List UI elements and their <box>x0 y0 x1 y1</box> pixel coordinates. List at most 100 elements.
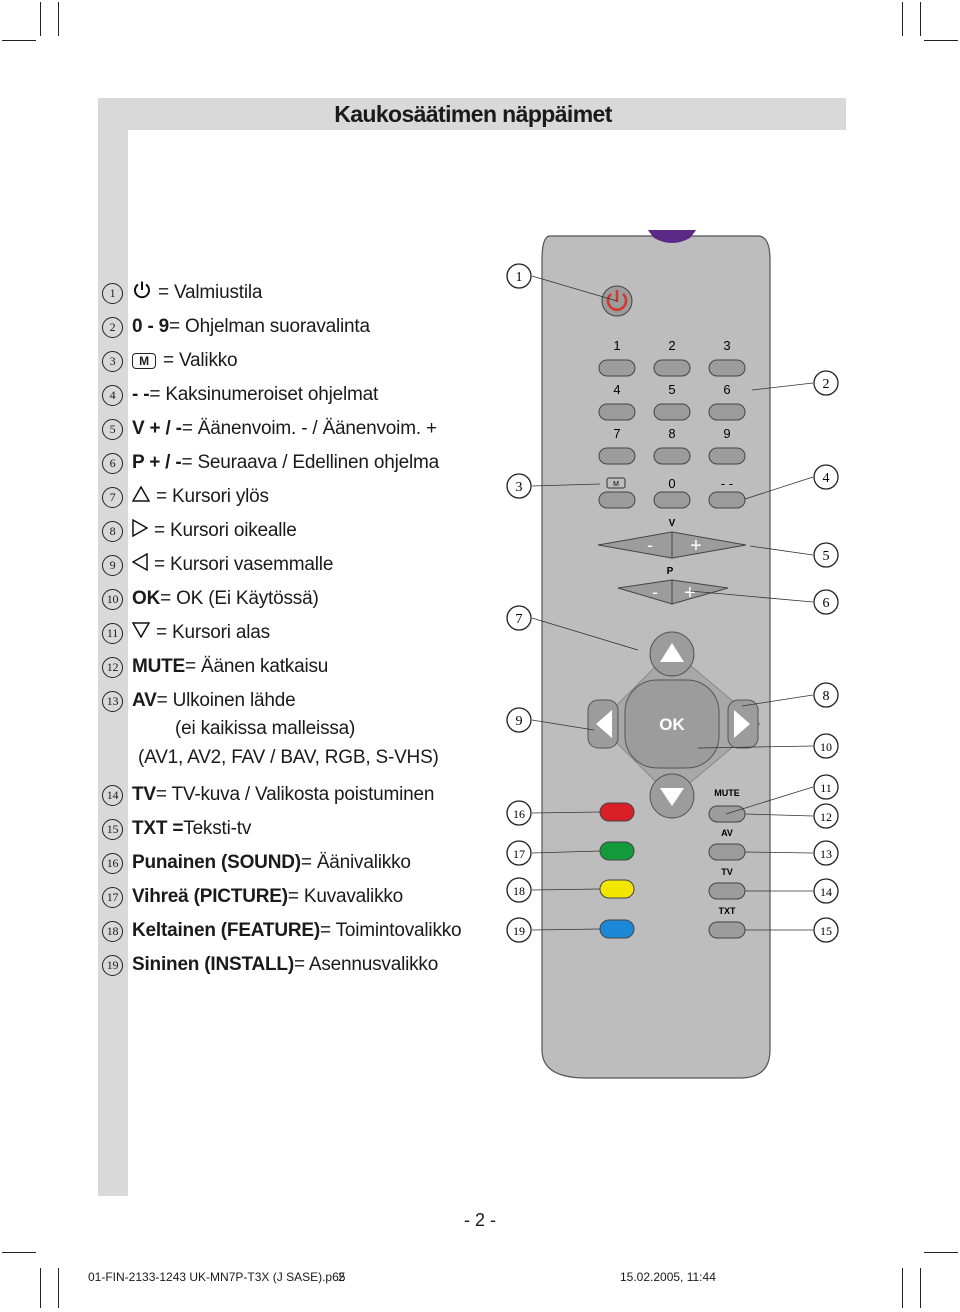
left-margin-bar <box>98 98 128 1196</box>
callout-circle <box>813 682 839 708</box>
crop-mark <box>2 40 36 41</box>
callout-number: 4 <box>823 471 830 486</box>
callout-circle <box>506 800 532 826</box>
callout-circle <box>813 542 839 568</box>
callout-line <box>531 719 595 731</box>
legend-key: Keltainen (FEATURE) <box>132 920 320 941</box>
legend-number: 3 <box>102 350 123 372</box>
legend-number: 2 <box>102 316 123 338</box>
callout-number: 6 <box>823 596 830 611</box>
legend-number: 9 <box>102 554 123 576</box>
callout-line <box>725 786 814 815</box>
legend-key: 0 - 9 <box>132 316 170 337</box>
power-icon <box>132 280 152 306</box>
callout-circle <box>813 840 839 866</box>
crop-mark <box>902 2 903 36</box>
callout-number: 13 <box>820 847 832 861</box>
callout-line <box>741 694 814 707</box>
crop-mark <box>902 1268 903 1308</box>
callout-number: 5 <box>823 549 830 564</box>
digit-button <box>653 447 691 465</box>
page-number: - 2 - <box>463 1210 496 1230</box>
ok-button <box>624 679 720 769</box>
callout-circle <box>506 263 532 289</box>
digit-label: 8 <box>668 426 675 441</box>
legend-item: 8= Kursori oikealle <box>102 516 297 546</box>
volume-label: V <box>669 518 676 529</box>
legend-item: 2 0 - 9 = Ohjelman suoravalinta <box>102 312 370 342</box>
menu-icon-label: M <box>613 481 619 488</box>
digit-label: 1 <box>613 338 620 353</box>
digit-button <box>708 403 746 421</box>
callout-line <box>531 617 639 651</box>
legend-item: 1= Valmiustila <box>102 278 262 308</box>
callout-number: 3 <box>516 480 523 495</box>
crop-mark <box>924 40 958 41</box>
volume-up-button <box>671 531 747 559</box>
callout-number: 1 <box>516 270 523 285</box>
legend-number: 4 <box>102 384 123 406</box>
tv-button <box>708 882 746 900</box>
callout-number: 8 <box>823 689 830 704</box>
callout-number: 19 <box>513 924 525 938</box>
legend-continuation-2: (AV1, AV2, FAV / BAV, RGB, S-VHS) <box>138 747 439 768</box>
crop-mark <box>40 2 41 36</box>
legend-key: MUTE <box>132 656 186 677</box>
crop-mark <box>924 1252 958 1253</box>
digit-button <box>653 403 691 421</box>
callout-circle <box>813 733 839 759</box>
legend-desc: = Ohjelman suoravalinta <box>169 316 370 337</box>
dash-label: - - <box>721 476 733 491</box>
callout-circle <box>813 589 839 615</box>
blue-button <box>599 919 635 939</box>
legend-desc: = Äänenvoim. - / Äänenvoim. + <box>181 418 437 439</box>
program-minus: - <box>652 582 658 602</box>
legend-number: 14 <box>102 784 123 806</box>
callout-number: 11 <box>820 781 832 795</box>
legend-desc: = Äänivalikko <box>300 852 411 873</box>
digit-label: 0 <box>668 476 675 491</box>
legend-item: 11= Kursori alas <box>102 618 270 648</box>
legend-key: AV <box>132 690 157 711</box>
ir-window <box>647 230 697 243</box>
txt-label: TXT <box>719 906 737 916</box>
legend-desc: = Valmiustila <box>158 282 263 303</box>
legend-key: Sininen (INSTALL) <box>132 954 294 975</box>
mute-label: MUTE <box>714 788 740 798</box>
callout-line <box>531 811 601 814</box>
av-label: AV <box>721 828 733 838</box>
triangle-right-icon <box>734 710 750 738</box>
legend-item: 7= Kursori ylös <box>102 482 269 512</box>
digit-button <box>598 447 636 465</box>
legend-number: 18 <box>102 920 123 942</box>
triangle-left-icon <box>131 552 148 577</box>
yellow-button <box>599 879 635 899</box>
legend-key: P + / - <box>132 452 182 473</box>
callout-number: 14 <box>820 885 832 899</box>
crop-mark <box>40 1268 41 1308</box>
txt-button <box>708 921 746 939</box>
crop-mark <box>58 2 59 36</box>
callout-number: 16 <box>513 807 525 821</box>
digit-button <box>653 359 691 377</box>
legend-desc: = Asennusvalikko <box>293 954 439 975</box>
triangle-up-icon <box>131 485 151 508</box>
function-button <box>653 491 691 509</box>
digit-label: 3 <box>723 338 730 353</box>
legend-desc: = Kursori vasemmalle <box>154 554 334 575</box>
digit-label: 6 <box>723 382 730 397</box>
callout-line <box>751 382 814 391</box>
callout-circle <box>506 917 532 943</box>
callout-number: 15 <box>820 924 832 938</box>
callout-circle <box>813 917 839 943</box>
